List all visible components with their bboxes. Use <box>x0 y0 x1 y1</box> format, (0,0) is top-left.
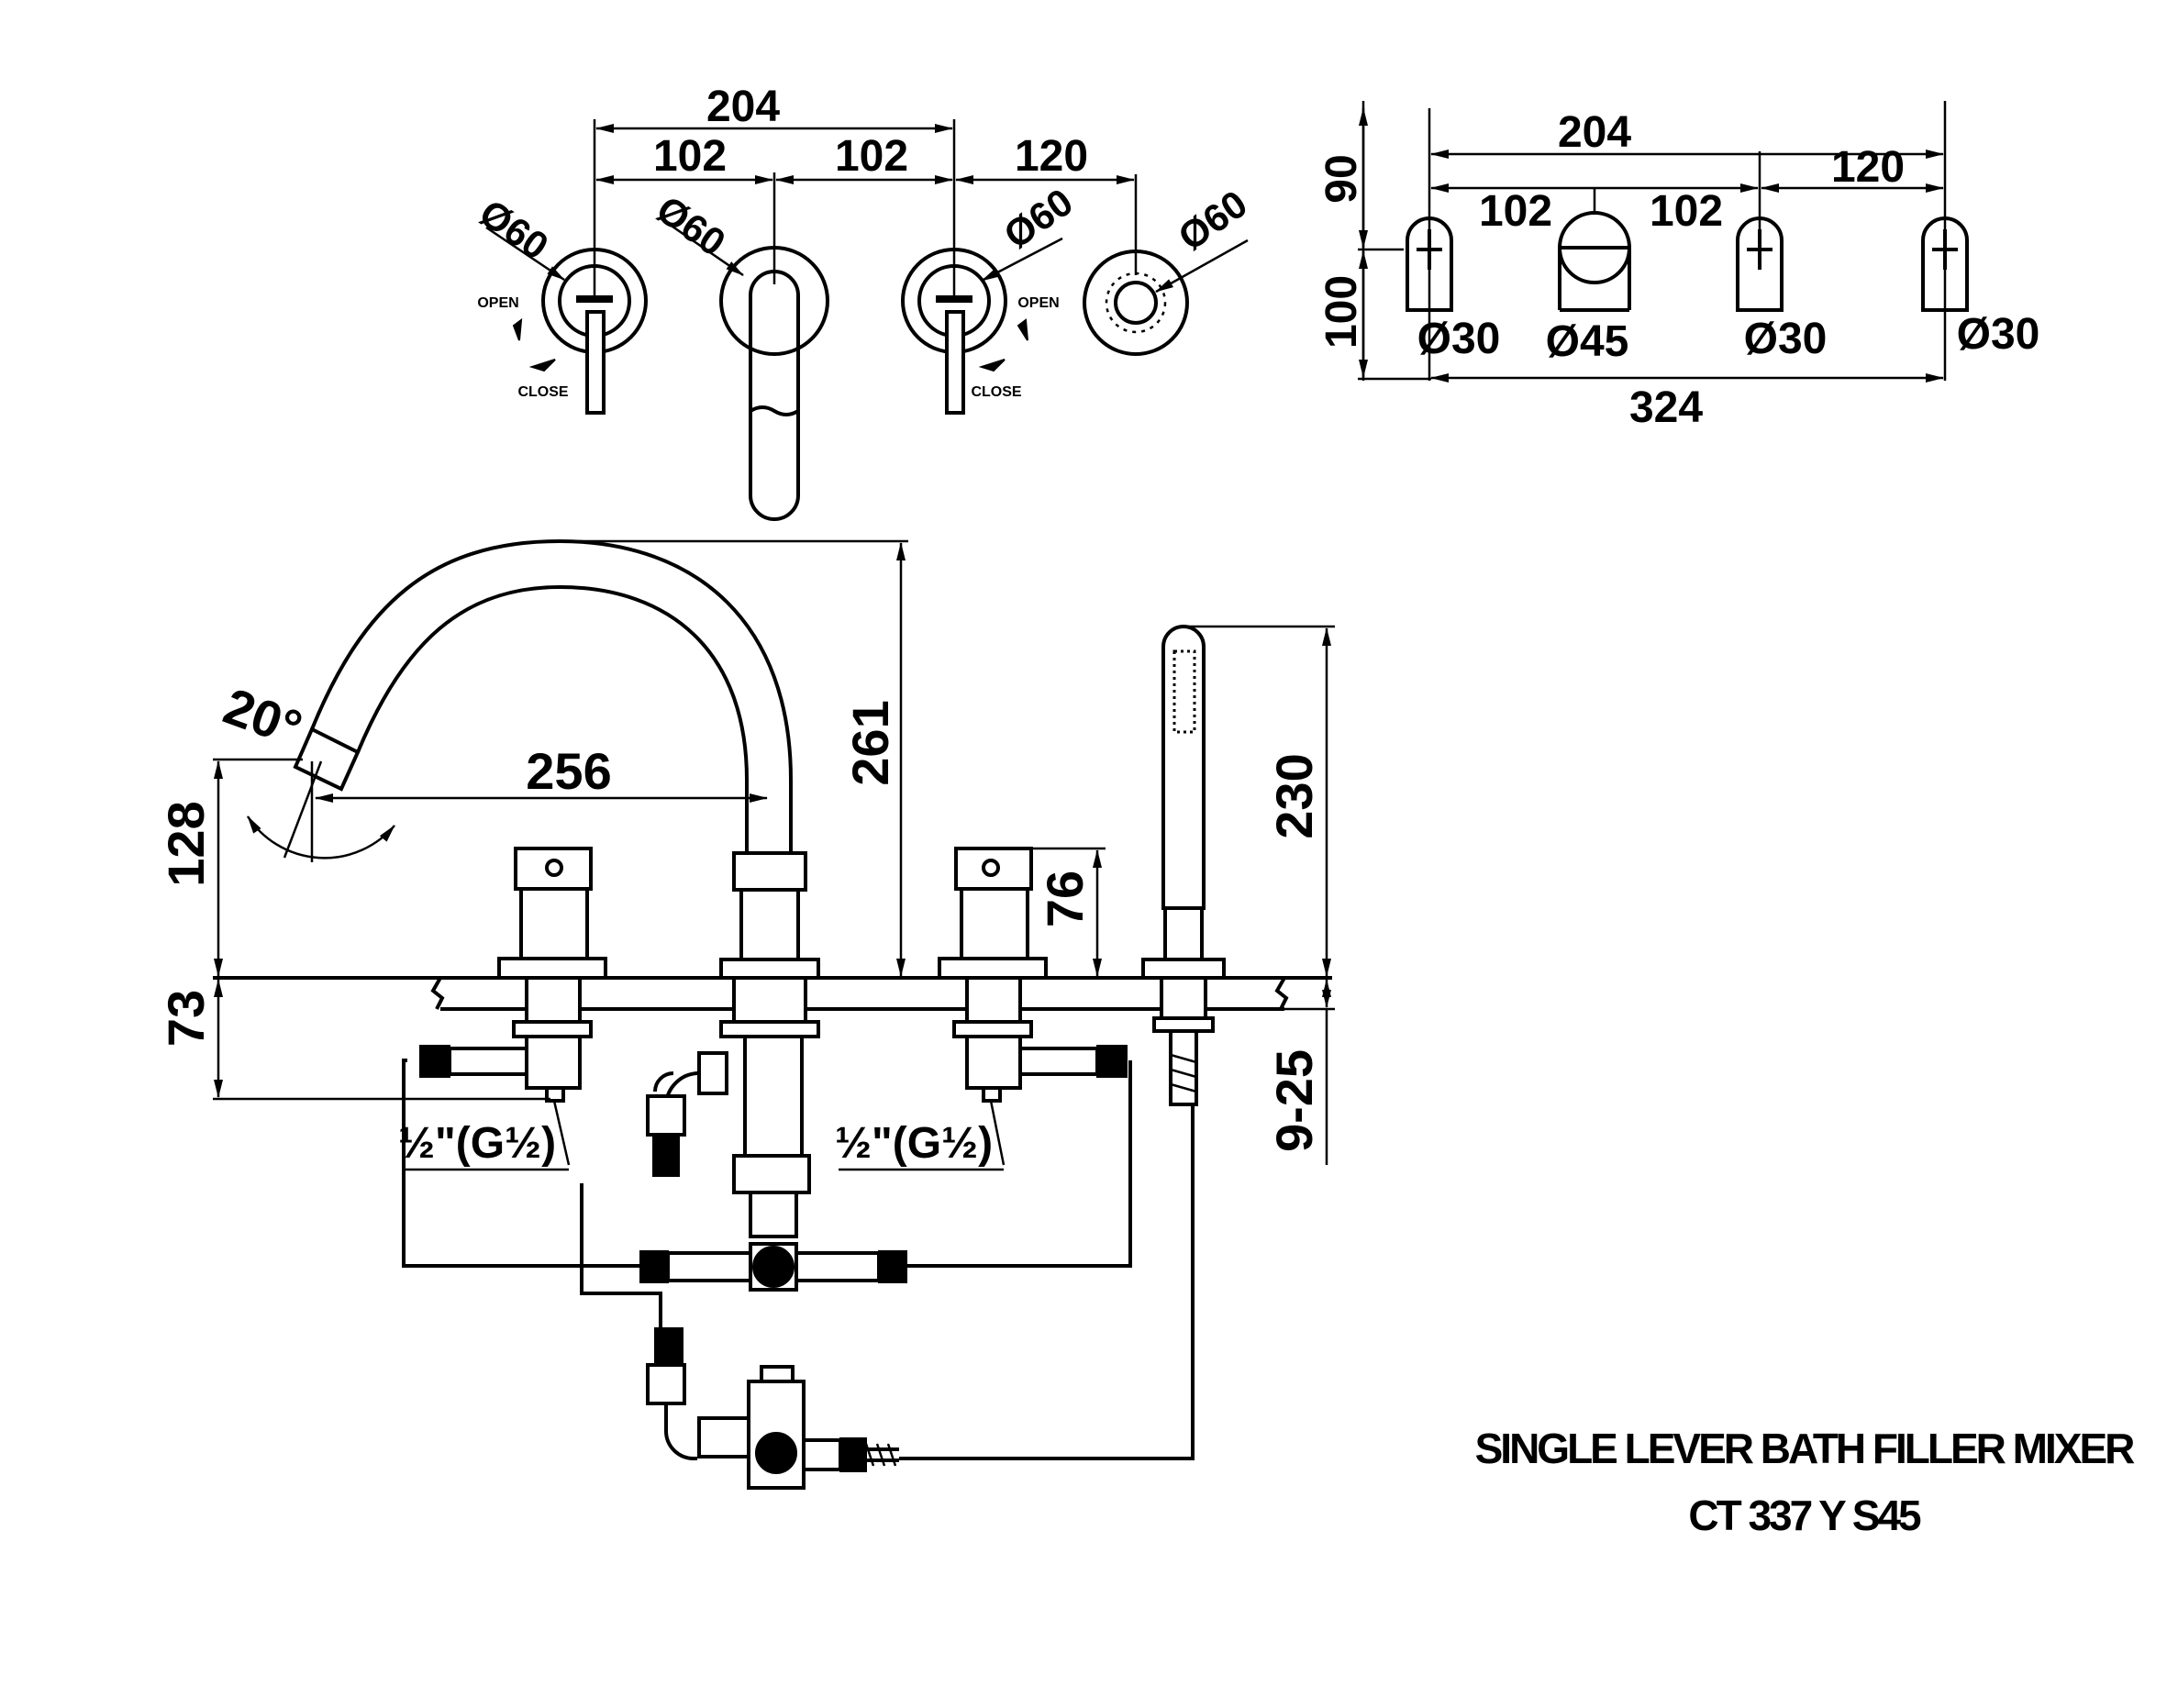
top-dia-2: Ø60 <box>649 187 733 264</box>
dim-128: 128 <box>157 801 215 886</box>
right-dia-30-a: Ø30 <box>1417 315 1501 363</box>
dim-230: 230 <box>1265 753 1323 838</box>
right-handle-elevation <box>938 847 1128 1103</box>
spout-plan: Ø60 <box>649 187 829 521</box>
front-view: 261 230 76 9-25 256 128 73 20° ½"(G <box>157 538 1335 1490</box>
left-handle-plan: Ø60 OPEN CLOSE <box>472 191 648 415</box>
diverter-block <box>639 1242 907 1292</box>
right-handle-plan: Ø60 OPEN CLOSE <box>901 180 1081 415</box>
top-dia-3: Ø60 <box>996 180 1081 257</box>
open-label-right: OPEN <box>1017 295 1059 311</box>
lower-valve <box>646 1327 899 1490</box>
close-label-left: CLOSE <box>517 384 568 400</box>
left-handle-elevation <box>419 847 607 1103</box>
right-dim-204: 204 <box>1558 108 1631 157</box>
top-dim-102-right: 102 <box>835 132 908 181</box>
top-dim-102-left: 102 <box>653 132 727 181</box>
top-dia-1: Ø60 <box>472 191 556 268</box>
top-view: 204 102 102 120 Ø60 OPEN CLOSE Ø60 <box>472 83 1255 521</box>
hoses <box>402 1051 1195 1460</box>
right-dia-30-c: Ø30 <box>1957 310 2040 359</box>
top-dia-4: Ø60 <box>1171 182 1255 259</box>
dim-73: 73 <box>157 990 215 1047</box>
thread-label-left: ½"(G½) <box>398 1119 556 1168</box>
dim-256: 256 <box>526 742 611 800</box>
close-label-right: CLOSE <box>971 384 1021 400</box>
right-view: 90 100 204 120 102 102 324 Ø30 Ø45 Ø30 Ø… <box>1317 101 2039 432</box>
product-name: SINGLE LEVER BATH FILLER MIXER <box>1475 1425 2136 1472</box>
model-code: CT 337 Y S45 <box>1688 1492 1921 1539</box>
top-dim-120: 120 <box>1015 132 1088 181</box>
angle-20: 20° <box>217 677 309 758</box>
shower-holder-plan: Ø60 <box>1083 182 1255 356</box>
right-dim-102-left: 102 <box>1479 187 1552 236</box>
right-dim-102-right: 102 <box>1650 187 1723 236</box>
right-dia-45: Ø45 <box>1546 317 1629 366</box>
dim-76: 76 <box>1036 871 1094 927</box>
thread-label-right: ½"(G½) <box>835 1119 993 1168</box>
right-dim-100: 100 <box>1317 275 1366 349</box>
title-block: SINGLE LEVER BATH FILLER MIXER CT 337 Y … <box>1475 1425 2139 1539</box>
top-dim-204: 204 <box>706 83 780 131</box>
right-dim-120: 120 <box>1831 143 1905 192</box>
right-dim-324: 324 <box>1629 383 1703 432</box>
spout-elevation <box>293 538 820 1238</box>
dim-9-25: 9-25 <box>1265 1049 1323 1152</box>
hand-shower <box>1141 625 1226 1106</box>
right-dia-30-b: Ø30 <box>1744 315 1828 363</box>
dim-261: 261 <box>841 700 899 785</box>
open-label-left: OPEN <box>477 295 518 311</box>
right-dim-90: 90 <box>1317 154 1366 203</box>
